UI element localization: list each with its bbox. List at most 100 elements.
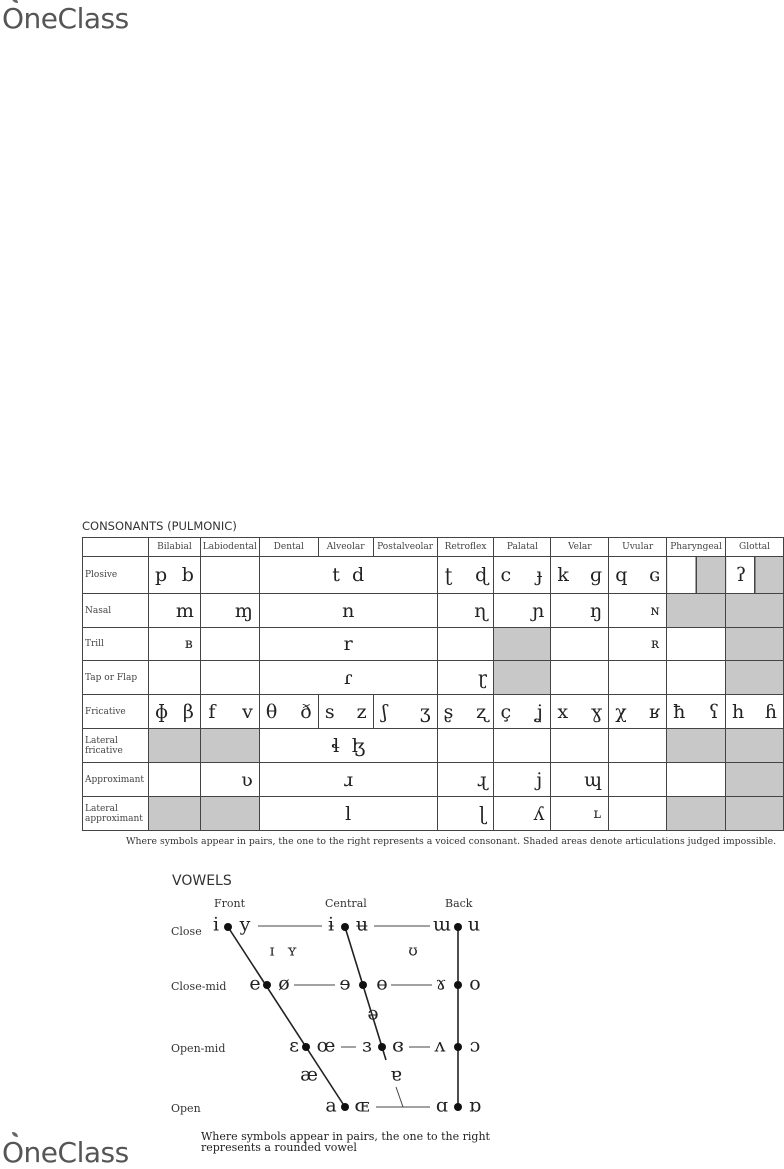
vowel-epsilon: ɛ (289, 1034, 299, 1057)
vowel-small-cap-y: ʏ (287, 941, 297, 960)
row-lateral-fricative: Lateral fricative ɬ ɮ (82, 728, 784, 763)
cell-nasal-retroflex: ɳ (436, 593, 495, 628)
row-approximant: Approximant ʋ ɹ ɻ j ɰ (82, 762, 784, 797)
vowel-o-slash: ø (278, 972, 290, 995)
cell-approx-retroflex: ɻ (436, 762, 495, 797)
cell-tap-glottal-shaded (725, 660, 784, 695)
vowel-y: y (239, 913, 251, 936)
vowel-turned-m: ɯ (432, 913, 452, 936)
vowel-script-a: ɑ (435, 1094, 449, 1117)
vowel-dot (454, 981, 462, 989)
oneclass-logo-bottom: OneClass (2, 1132, 129, 1169)
cell-plosive-labiodental (199, 556, 260, 594)
cell-latapprox-glottal-shaded (725, 796, 784, 831)
oneclass-logo-top: OneClass (2, 0, 129, 35)
cell-latapprox-palatal: ʎ (493, 796, 552, 831)
vowel-row-close-mid: Close-mid (171, 980, 227, 993)
vowel-col-front: Front (214, 897, 246, 910)
row-label-plosive: Plosive (82, 556, 149, 594)
vowel-schwa: ə (367, 1002, 379, 1025)
vowel-dot (359, 981, 367, 989)
cell-latfric-glottal-shaded (725, 728, 784, 763)
vowel-col-central: Central (325, 897, 367, 910)
cell-tap-palatal-shaded (493, 660, 552, 695)
vowel-row-open: Open (171, 1102, 201, 1115)
cell-latfric-palatal (493, 728, 552, 763)
vowel-barred-o: ɵ (376, 972, 388, 995)
cell-trill-pharyngeal (666, 627, 727, 661)
vowel-dot (341, 1103, 349, 1111)
row-label-trill: Trill (82, 627, 149, 661)
row-label-approximant: Approximant (82, 762, 149, 797)
row-tap-flap: Tap or Flap ɾ ɽ (82, 660, 784, 695)
vowel-dot (454, 1043, 462, 1051)
cell-nasal-alveolar: n (258, 593, 438, 628)
apple-leaf-icon (12, 0, 18, 3)
cell-trill-alveolar: r (258, 627, 438, 661)
vowels-title: VOWELS (172, 873, 232, 889)
cell-trill-glottal-shaded (725, 627, 784, 661)
cell-latapprox-pharyngeal-shaded (666, 796, 727, 831)
vowel-small-cap-oe: ɶ (354, 1094, 370, 1117)
row-label-tap-flap: Tap or Flap (82, 660, 149, 695)
cell-tap-bilabial (147, 660, 201, 695)
cell-approx-palatal: j (493, 762, 552, 797)
vowel-col-back: Back (445, 897, 473, 910)
cell-latfric-bilabial-shaded (147, 728, 201, 763)
consonants-table: Bilabial Labiodental Dental Alveolar Pos… (82, 537, 784, 831)
vowel-reversed-epsilon: ɜ (362, 1034, 372, 1057)
cell-tap-alveolar: ɾ (258, 660, 438, 695)
row-lateral-approximant: Lateral approximant l ɭ ʎ ʟ (82, 796, 784, 831)
vowel-upsilon: ʊ (408, 941, 418, 960)
cell-latapprox-labiodental-shaded (199, 796, 260, 831)
cell-latfric-velar (550, 728, 610, 763)
vowel-dot (302, 1043, 310, 1051)
vowel-reversed-e: ɘ (339, 972, 351, 995)
vowel-turned-a: ɐ (390, 1063, 402, 1086)
vowel-barred-u: ʉ (355, 913, 369, 936)
vowel-e: e (249, 972, 261, 995)
cell-latfric-labiodental-shaded (199, 728, 260, 763)
cell-latfric-alveolar: ɬ ɮ (258, 728, 438, 763)
vowel-dot (341, 923, 349, 931)
cell-tap-uvular (608, 660, 668, 695)
row-label-lateral-approximant: Lateral approximant (82, 796, 149, 831)
vowel-open-o: ɔ (469, 1034, 481, 1057)
vowel-rams-horn: ɤ (435, 972, 447, 995)
vowel-dot (224, 923, 232, 931)
cell-approx-alveolar: ɹ (258, 762, 438, 797)
cell-trill-palatal-shaded (493, 627, 552, 661)
vowel-a: a (325, 1094, 337, 1117)
vowel-turned-script-a: ɒ (468, 1094, 482, 1117)
vowel-barred-i: ɨ (327, 913, 335, 936)
vowel-dot (454, 923, 462, 931)
vowel-ash: æ (300, 1063, 318, 1086)
cell-nasal-pharyngeal-shaded (666, 593, 727, 628)
apple-leaf-icon (12, 1132, 18, 1137)
vowels-note: Where symbols appear in pairs, the one t… (201, 1130, 490, 1154)
cell-approx-labiodental: ʋ (199, 762, 260, 797)
cell-nasal-palatal: ɲ (493, 593, 552, 628)
cell-tap-retroflex: ɽ (436, 660, 495, 695)
vowel-o: o (469, 972, 481, 995)
vowel-closed-reversed-epsilon: ɞ (392, 1034, 404, 1057)
vowel-i: i (212, 913, 220, 936)
cell-trill-labiodental (199, 627, 260, 661)
cell-tap-pharyngeal (666, 660, 727, 695)
cell-latfric-pharyngeal-shaded (666, 728, 727, 763)
cell-latapprox-bilabial-shaded (147, 796, 201, 831)
vowel-dot (378, 1043, 386, 1051)
cell-trill-uvular: ʀ (608, 627, 668, 661)
